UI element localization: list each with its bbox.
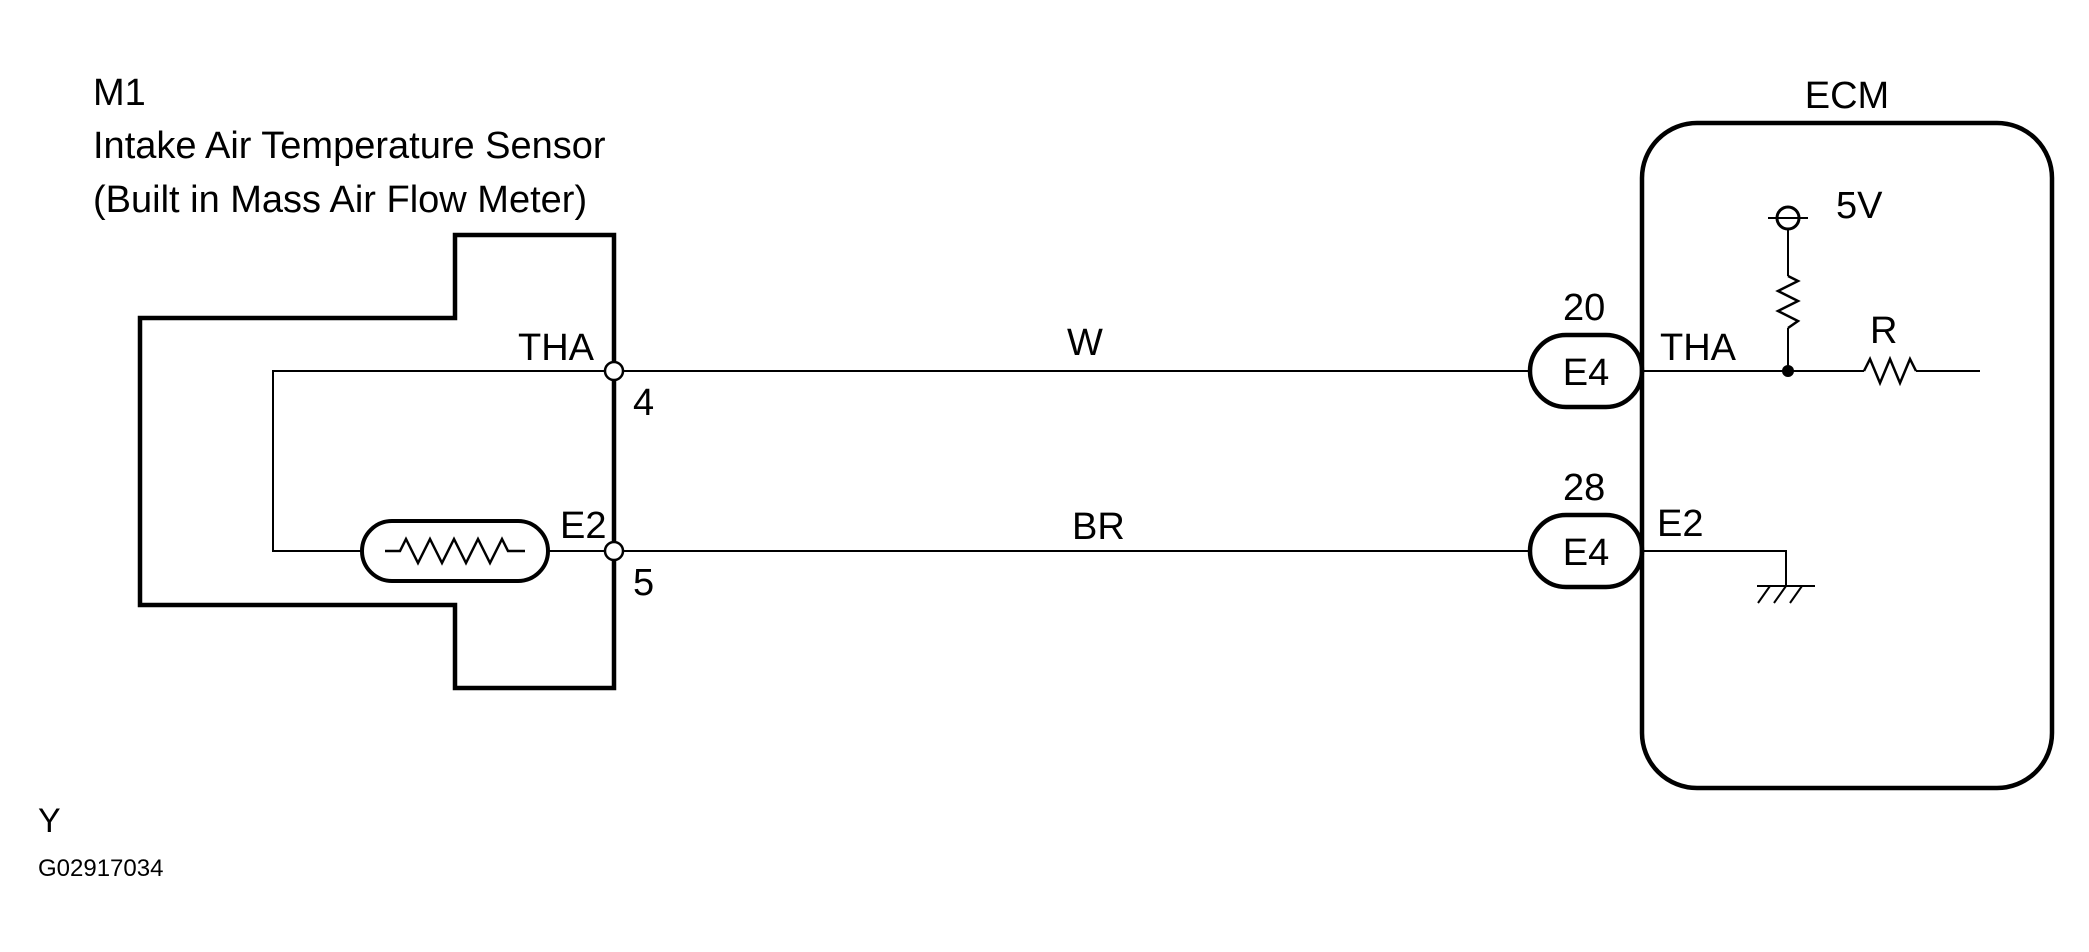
figure-id: G02917034 xyxy=(38,855,163,882)
ground-icon xyxy=(1757,585,1803,604)
thermistor-resistor-icon xyxy=(385,536,525,566)
sensor-terminal-5 xyxy=(603,540,625,562)
ecm-housing xyxy=(1639,120,2055,791)
thermistor-body xyxy=(360,519,550,583)
connector-code-e4-tha: E4 xyxy=(1563,352,1609,394)
sensor-pin-signal-e2: E2 xyxy=(560,505,606,547)
ecm-terminal-tha: THA xyxy=(1660,327,1737,369)
ecm-title: ECM xyxy=(1805,75,1889,117)
ecm-supply-voltage: 5V xyxy=(1836,185,1883,227)
sensor-pin-signal-tha: THA xyxy=(518,327,595,369)
wire-color-w: W xyxy=(1067,322,1103,364)
ecm-pullup-resistor-icon xyxy=(1775,274,1801,330)
sensor-terminal-4 xyxy=(603,360,625,382)
connector-pin-28: 28 xyxy=(1563,467,1605,509)
junction-dot xyxy=(1782,365,1794,377)
ecm-resistor-label: R xyxy=(1870,310,1897,352)
wire-color-br: BR xyxy=(1072,506,1125,548)
sensor-code: M1 xyxy=(93,72,146,114)
ecm-terminal-e2: E2 xyxy=(1657,503,1703,545)
sensor-note: (Built in Mass Air Flow Meter) xyxy=(93,179,587,221)
ecm-internal-wire-e2 xyxy=(1642,550,1787,586)
ecm-bias-resistor-icon xyxy=(1862,355,1918,387)
sensor-internal-wire xyxy=(272,370,607,552)
sensor-housing xyxy=(137,232,617,691)
connector-code-e4-e2: E4 xyxy=(1563,532,1609,574)
sensor-pin-number-5: 5 xyxy=(633,562,654,604)
footer-letter: Y xyxy=(38,802,61,840)
sensor-pin-number-4: 4 xyxy=(633,382,654,424)
sensor-name: Intake Air Temperature Sensor xyxy=(93,125,606,167)
connector-pin-20: 20 xyxy=(1563,287,1605,329)
